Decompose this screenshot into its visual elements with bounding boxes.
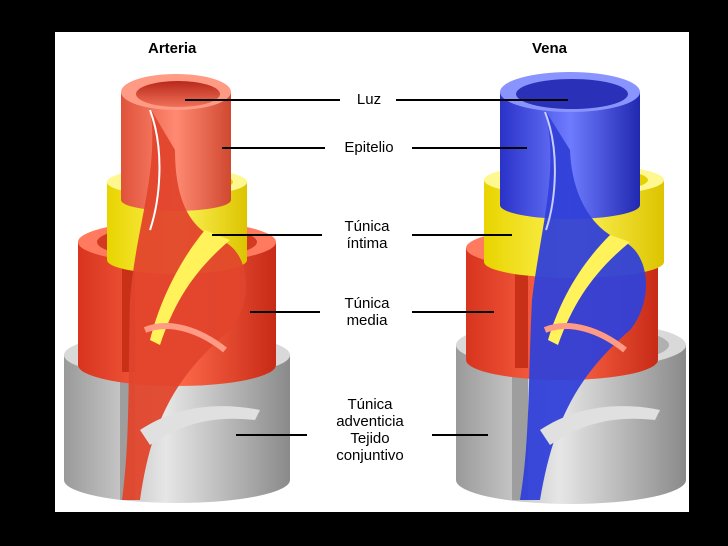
artery-diagram <box>64 74 290 503</box>
artery-heading: Arteria <box>148 40 197 57</box>
label-tunica-adventicia-line1: Túnica <box>347 396 393 413</box>
label-tunica-intima: Túnica íntima <box>324 218 410 252</box>
artery-cutaway <box>122 108 260 500</box>
vein-cutaway <box>520 110 660 500</box>
label-tunica-intima-line1: Túnica <box>344 218 390 235</box>
label-tunica-adventicia: Túnica adventicia Tejido conjuntivo <box>310 396 430 464</box>
label-luz: Luz <box>356 91 382 108</box>
label-tunica-media-line2: media <box>346 312 388 329</box>
label-tunica-adventicia-line4: conjuntivo <box>336 447 404 464</box>
label-tunica-adventicia-line3: Tejido <box>350 430 390 447</box>
leader-lines <box>185 99 568 436</box>
vein-diagram <box>456 72 686 504</box>
label-tunica-media-line1: Túnica <box>344 295 390 312</box>
label-tunica-adventicia-line2: adventicia <box>336 413 404 430</box>
label-tunica-media: Túnica media <box>324 295 410 329</box>
vein-heading: Vena <box>532 40 568 57</box>
label-epitelio: Epitelio <box>344 139 394 156</box>
label-tunica-intima-line2: íntima <box>346 235 388 252</box>
